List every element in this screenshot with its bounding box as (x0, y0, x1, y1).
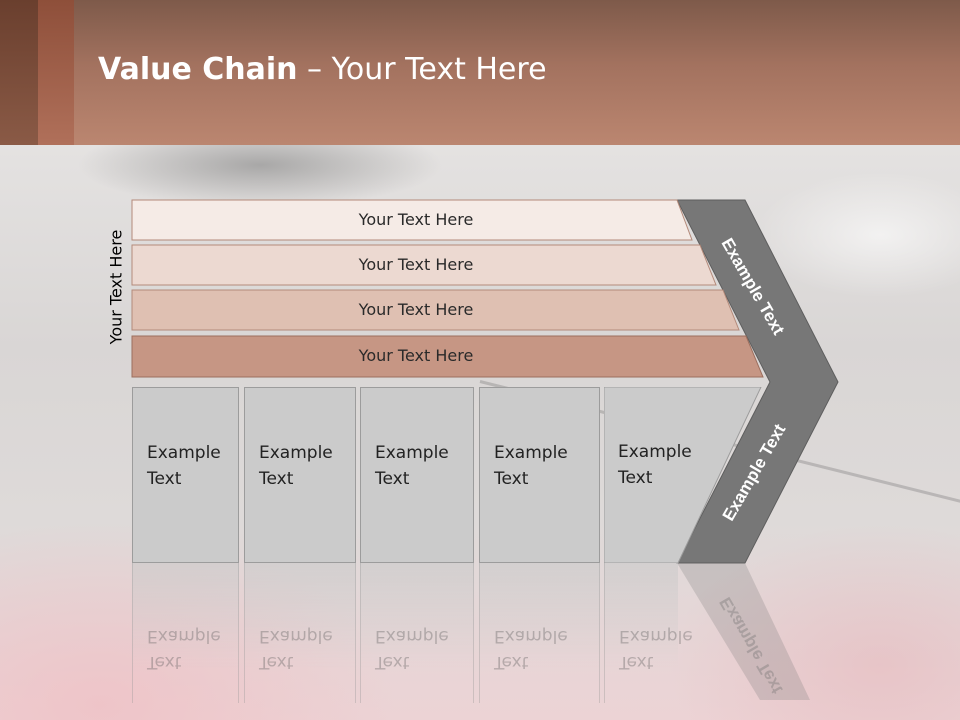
activity-box-4-line1: Example (494, 443, 568, 463)
activity-box-5-line2: Text (618, 468, 653, 488)
band-2-label: Your Text Here (358, 255, 474, 274)
activity-box-3[interactable]: Example Text (360, 387, 474, 563)
header-accent-light (38, 0, 74, 145)
box-reflection-4-text: Text Example (494, 623, 568, 675)
activity-box-2-text: Example Text (259, 440, 333, 492)
activity-box-1-line2: Text (147, 469, 182, 489)
box-reflection-2-text: Text Example (259, 623, 333, 675)
box-reflection-1: Text Example (132, 563, 239, 703)
box-reflection-2-line2: Text (259, 652, 294, 672)
activity-box-4-line2: Text (494, 469, 529, 489)
box-reflection-1-line2: Text (147, 652, 182, 672)
activity-box-1-text: Example Text (147, 440, 221, 492)
box-reflection-4-line1: Example (494, 626, 568, 646)
header-bar: Value Chain – Your Text Here (0, 0, 960, 145)
activity-box-3-line2: Text (375, 469, 410, 489)
box-reflection-3-line2: Text (375, 652, 410, 672)
activity-box-3-line1: Example (375, 443, 449, 463)
box-reflection-5-line1: Example (619, 626, 693, 646)
box-reflection-2-line1: Example (259, 626, 333, 646)
activity-box-2-line2: Text (259, 469, 294, 489)
band-1-label: Your Text Here (358, 210, 474, 229)
activity-box-4[interactable]: Example Text (479, 387, 600, 563)
activity-box-1[interactable]: Example Text (132, 387, 239, 563)
box-reflection-5-text: Text Example (619, 623, 693, 675)
box-reflection-1-line1: Example (147, 626, 221, 646)
activity-box-2[interactable]: Example Text (244, 387, 356, 563)
box-reflection-3: Text Example (360, 563, 474, 703)
box-reflection-4: Text Example (479, 563, 600, 703)
activity-box-5-line1: Example (618, 442, 692, 462)
band-3-label: Your Text Here (358, 300, 474, 319)
box-reflection-3-text: Text Example (375, 623, 449, 675)
box-reflection-1-text: Text Example (147, 623, 221, 675)
title-rest: – Your Text Here (297, 52, 547, 87)
box-reflection-3-line1: Example (375, 626, 449, 646)
box-reflection-5-line2: Text (619, 652, 654, 672)
band-4-label: Your Text Here (358, 346, 474, 365)
activity-box-2-line1: Example (259, 443, 333, 463)
activity-box-5-text: Example Text (618, 439, 692, 491)
chevron-arrow-reflection (677, 563, 810, 700)
activity-box-3-text: Example Text (375, 440, 449, 492)
title-bold: Value Chain (98, 52, 298, 87)
box-reflection-5: Text Example (604, 563, 693, 703)
box-reflection-2: Text Example (244, 563, 356, 703)
slide-title[interactable]: Value Chain – Your Text Here (98, 52, 547, 87)
activity-box-4-text: Example Text (494, 440, 568, 492)
activity-box-5[interactable]: Example Text (604, 387, 764, 563)
header-accent-dark (0, 0, 38, 145)
activity-box-1-line1: Example (147, 443, 221, 463)
chevron-arrow-shape (676, 199, 839, 564)
box-reflection-4-line2: Text (494, 652, 529, 672)
